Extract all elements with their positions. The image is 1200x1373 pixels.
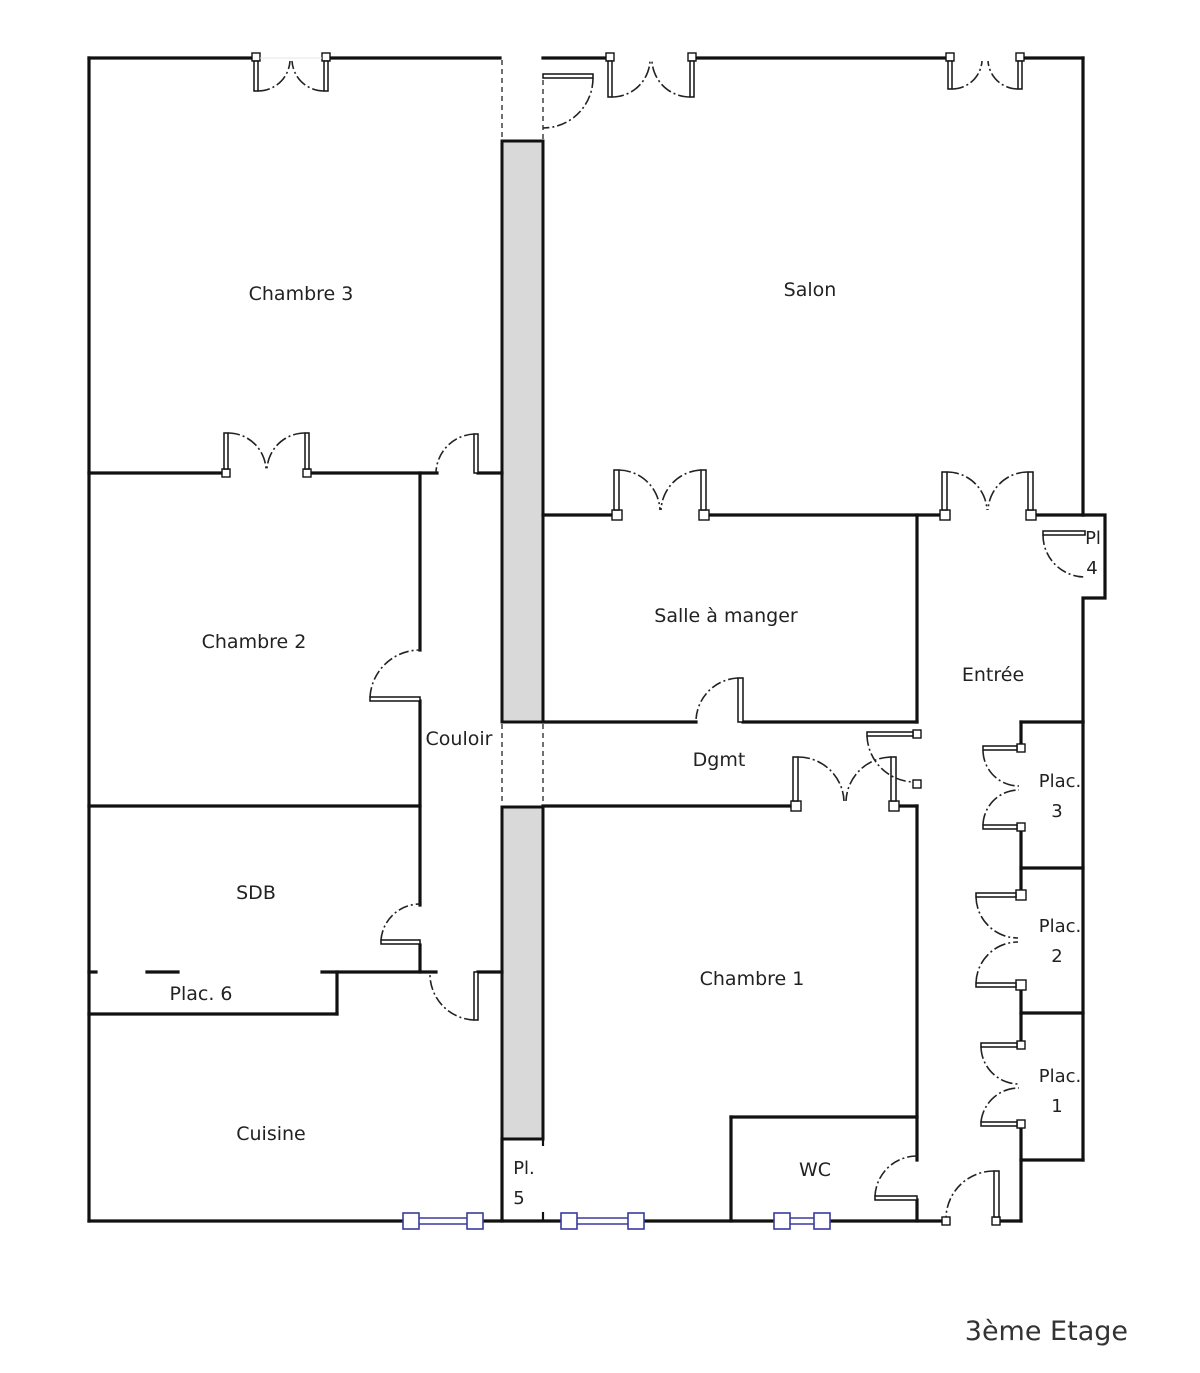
door-entrance — [941, 1170, 1001, 1226]
label-plac-6: Plac. 6 — [170, 983, 233, 1005]
door-chambre1-dgmt — [790, 756, 900, 812]
label-plac1-line2: 1 — [1051, 1096, 1062, 1117]
door-chambre3-couloir — [435, 433, 479, 474]
door-chambre2-chambre3 — [221, 432, 312, 478]
label-chambre-2: Chambre 2 — [202, 631, 307, 653]
label-plac1-line1: Plac. — [1039, 1066, 1082, 1087]
window-wc — [773, 1212, 831, 1230]
door-salon-hall — [542, 73, 594, 129]
label-chambre-1: Chambre 1 — [700, 968, 805, 990]
door-salle-a-manger — [695, 677, 744, 723]
label-plac3-line2: 3 — [1051, 801, 1062, 822]
door-salon-window-1 — [605, 52, 697, 98]
label-plac2-line1: Plac. — [1039, 916, 1082, 937]
label-plac3-line1: Plac. — [1039, 771, 1082, 792]
label-pl4-line2: 4 — [1086, 558, 1097, 579]
label-couloir: Couloir — [426, 728, 493, 750]
door-plac3 — [982, 743, 1026, 832]
window-chambre1 — [560, 1212, 645, 1230]
door-salon-entree — [939, 471, 1037, 521]
floor-caption: 3ème Etage — [965, 1316, 1128, 1347]
label-salon: Salon — [784, 279, 837, 301]
door-chambre3-window — [251, 52, 331, 92]
door-pl4 — [1042, 530, 1086, 578]
door-dgmt-entree — [866, 729, 922, 789]
door-salon-window-2 — [945, 52, 1025, 90]
label-wc: WC — [799, 1159, 831, 1181]
label-pl4-line1: Pl — [1085, 528, 1101, 549]
door-chambre2 — [369, 649, 421, 702]
label-sdb: SDB — [236, 882, 276, 904]
label-pl5-line2: 5 — [513, 1188, 524, 1209]
windows — [402, 1212, 831, 1230]
label-plac2-line2: 2 — [1051, 946, 1062, 967]
label-cuisine: Cuisine — [236, 1123, 306, 1145]
label-salle-a-manger: Salle à manger — [654, 605, 798, 627]
doors — [221, 52, 1086, 1226]
label-entree: Entrée — [962, 664, 1024, 686]
label-dgmt: Dgmt — [693, 749, 746, 771]
interior-walls — [87, 471, 1107, 1223]
door-plac1 — [980, 1040, 1026, 1129]
window-cuisine — [402, 1212, 484, 1230]
door-salon-salle-a-manger — [611, 469, 710, 521]
label-pl5-line1: Pl. — [513, 1158, 535, 1179]
central-columns — [500, 60, 545, 1141]
door-cuisine — [429, 971, 479, 1021]
room-labels: Chambre 3 Salon Chambre 2 Salle à manger… — [170, 279, 1101, 1209]
door-sdb — [380, 903, 421, 945]
column-lower — [500, 805, 545, 1141]
door-wc — [874, 1155, 918, 1201]
door-plac2 — [975, 889, 1027, 991]
label-chambre-3: Chambre 3 — [249, 283, 354, 305]
column-upper — [500, 139, 545, 724]
